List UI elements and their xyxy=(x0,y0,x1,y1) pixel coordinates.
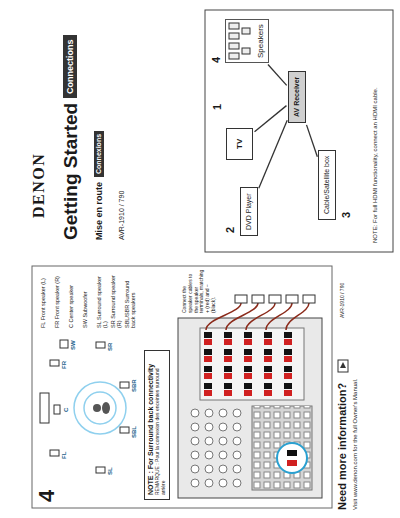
speaker-code: C xyxy=(63,408,70,412)
speaker-code: SR xyxy=(107,343,114,351)
speaker-list-item: C Center speaker xyxy=(68,270,74,328)
note-box: NOTE : For Surround back connectivityREM… xyxy=(144,350,170,500)
box-text: AV Receiver xyxy=(293,77,301,117)
speaker-icon xyxy=(50,360,59,366)
speaker-icon xyxy=(229,43,239,49)
listener xyxy=(102,402,110,414)
speaker-icon xyxy=(242,48,250,54)
listener xyxy=(93,404,101,412)
speaker-icon xyxy=(96,467,105,473)
instruction-text: Connect the speaker cables to the speake… xyxy=(182,269,217,313)
speaker-list-item: FR Front speaker (R) xyxy=(54,270,60,328)
speaker-list-item: SW Subwoofer xyxy=(82,270,88,328)
speaker-group: Speakers xyxy=(225,19,269,63)
sound-wave xyxy=(74,382,126,434)
speaker-icon xyxy=(235,295,247,303)
info-heading: Need more information? xyxy=(336,383,349,510)
section-tab: Connections xyxy=(63,35,77,98)
speaker-icon xyxy=(229,53,239,59)
section-tab: Connexions xyxy=(94,131,104,177)
speaker-icon xyxy=(120,382,129,388)
step-number: 1 xyxy=(211,104,224,110)
receiver-box: AV Receiver xyxy=(288,71,306,123)
info-icon xyxy=(338,360,348,372)
subwoofer-icon xyxy=(60,340,68,348)
speaker-list-item: FL Front speaker (L) xyxy=(40,270,46,328)
speaker-wire xyxy=(286,303,309,330)
zoom-callout xyxy=(277,443,307,473)
box-text: DVD Player xyxy=(245,193,253,230)
speaker-icon xyxy=(229,23,239,29)
connector-line xyxy=(268,64,287,85)
speaker-wire xyxy=(226,303,258,330)
speaker-icon xyxy=(120,427,129,433)
speaker-wire xyxy=(266,303,292,330)
box-text: Connections xyxy=(65,39,75,94)
connector-block xyxy=(252,406,312,490)
speaker-icon xyxy=(96,342,105,348)
jack-grid xyxy=(188,406,244,490)
box-text: Cable/Satellite box xyxy=(323,156,331,214)
speaker-icon xyxy=(54,405,60,414)
speaker-list-item: SL Surround speaker (L) xyxy=(96,270,109,328)
terminal-red xyxy=(287,460,297,466)
sound-wave xyxy=(84,392,116,424)
box-text: TV xyxy=(235,139,244,149)
subtitle: Mise en route xyxy=(94,182,104,240)
speaker-icon xyxy=(303,295,315,303)
model-number: AVR-1910 / 790 xyxy=(118,191,126,240)
connector-line xyxy=(259,120,287,188)
info-icon xyxy=(340,362,346,368)
box-text: Speakers xyxy=(256,24,265,58)
speaker-icon xyxy=(50,450,59,456)
speaker-list-item: SR Surround speaker (R) xyxy=(110,270,123,328)
panel-frame xyxy=(32,266,332,508)
model-number: AVR-1910 / 790 xyxy=(340,283,346,318)
device-box: Cable/Satellite box xyxy=(318,150,336,220)
speaker-terminals xyxy=(202,330,302,398)
device-box: DVD Player xyxy=(240,187,258,236)
box-text: NOTE : For Surround back connectivity xyxy=(147,355,155,495)
panel-frame xyxy=(205,10,393,252)
receiver-back-panel xyxy=(178,318,322,498)
page-number: 4 xyxy=(34,490,59,502)
box-subtext: REMARQUE : Pour la connexion des enceint… xyxy=(155,355,167,495)
speaker-icon xyxy=(269,295,281,303)
speaker-code: SBR xyxy=(131,379,138,392)
speaker-code: SBL xyxy=(131,426,138,438)
tv-icon xyxy=(40,393,49,423)
speaker-icon xyxy=(286,295,298,303)
note-text: NOTE: For full HDMI functionality, conne… xyxy=(372,18,379,243)
speaker-code: FL xyxy=(61,452,68,459)
info-text: Visit www.denon.com for the full Owner's… xyxy=(352,379,359,510)
speaker-icon xyxy=(242,28,250,34)
box-text: Connexions xyxy=(95,134,103,174)
speaker-code: SL xyxy=(107,467,114,475)
speaker-code: SW xyxy=(70,340,77,350)
speaker-code: FR xyxy=(61,361,68,369)
speaker-list-item: SBL/SBR Surround back speakers xyxy=(124,270,137,328)
device-box: TV xyxy=(226,128,253,160)
connector-line xyxy=(307,125,318,157)
brand-logo: DENON xyxy=(30,153,48,218)
connector-grid xyxy=(252,406,312,490)
step-number: 2 xyxy=(224,227,237,233)
speaker-terminal-block xyxy=(200,328,304,400)
speaker-icon xyxy=(229,33,239,39)
page-title: Getting Started xyxy=(60,103,82,240)
speaker-wire xyxy=(246,303,275,330)
connector-line xyxy=(255,106,287,132)
step-number: 4 xyxy=(210,57,223,63)
terminal-black xyxy=(287,450,297,456)
speaker-icon xyxy=(252,295,264,303)
step-number: 3 xyxy=(340,212,353,218)
